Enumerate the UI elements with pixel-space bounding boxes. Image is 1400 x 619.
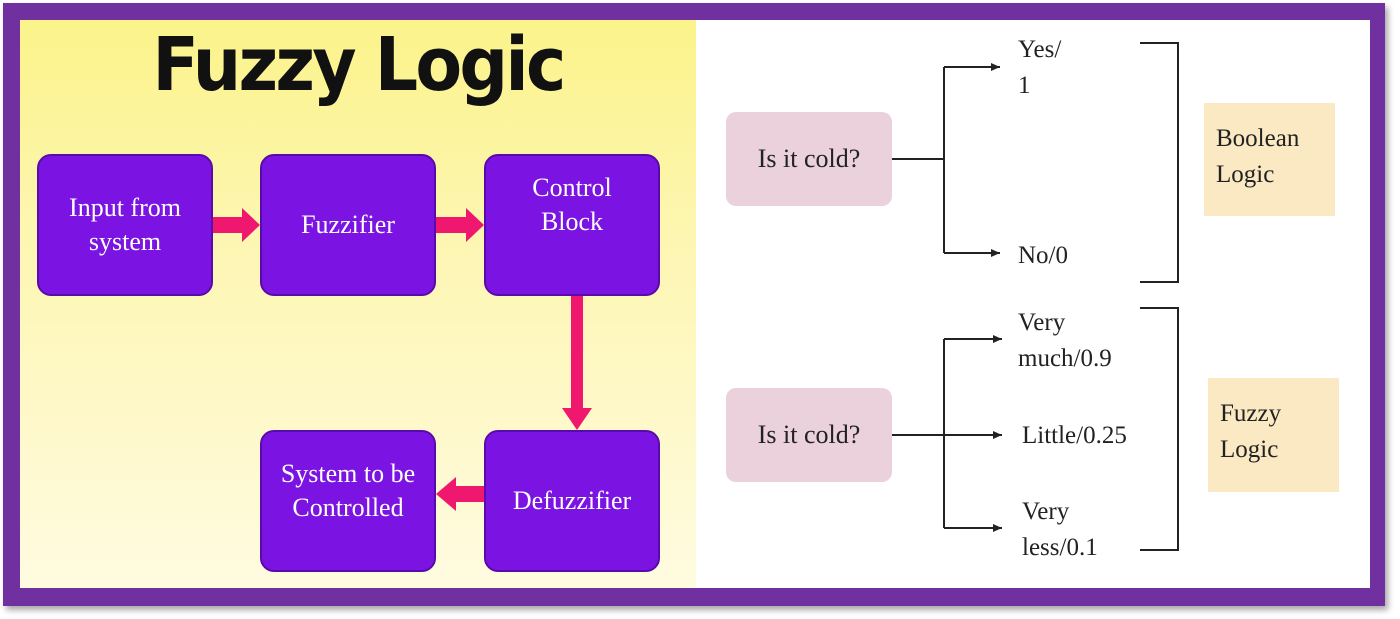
very-much-line2: much/0.9 (1018, 345, 1112, 373)
boolean-logic-line1: Boolean (1216, 125, 1300, 152)
fuzzy-logic-line2: Logic (1220, 436, 1279, 464)
defuzzifier-block: Defuzzifier (484, 430, 660, 572)
boolean-answer-no: No/0 (1018, 238, 1068, 274)
system-to-be-controlled-block: System to be Controlled (260, 430, 436, 572)
little-label: Little/0.25 (1022, 422, 1127, 449)
boolean-answer-yes: Yes/1 (1018, 32, 1061, 105)
yes-line1: Yes/ (1018, 36, 1062, 63)
fuzzy-question-box: Is it cold? (726, 388, 892, 482)
input-block-line2: system (88, 227, 162, 256)
fuzzifier-label: Fuzzifier (301, 210, 395, 240)
control-block-line2: Block (540, 207, 604, 236)
very-less-line1: Very (1022, 498, 1070, 525)
fuzzifier-block: Fuzzifier (260, 154, 436, 296)
defuzzifier-label: Defuzzifier (512, 486, 632, 516)
control-block-line1: Control (532, 173, 612, 203)
boolean-bracket (1140, 42, 1179, 283)
arrow-input-to-fuzzifier (213, 208, 260, 242)
arrow-defuzzifier-to-system (436, 477, 484, 511)
fuzzy-answer-very-less: Very less/0.1 (1022, 494, 1098, 567)
fuzzy-answer-little: Little/0.25 (1022, 418, 1127, 454)
decision-tree-lines (892, 42, 1179, 551)
fuzzy-answer-very-much: Very much/0.9 (1018, 305, 1112, 378)
fuzzy-bracket (1140, 307, 1179, 551)
boolean-question-box: Is it cold? (726, 112, 892, 206)
system-block-line1: System to be (280, 459, 416, 489)
diagram-title: Fuzzy Logic (152, 22, 566, 108)
very-much-line1: Very (1018, 309, 1066, 336)
arrow-fuzzifier-to-control (436, 208, 484, 242)
yes-line2: 1 (1018, 72, 1031, 100)
no-label: No/0 (1018, 242, 1068, 269)
fuzzy-question-text: Is it cold? (757, 420, 861, 449)
arrow-control-to-defuzzifier (562, 296, 592, 430)
boolean-question-text: Is it cold? (757, 144, 861, 173)
very-less-line2: less/0.1 (1022, 534, 1098, 562)
fuzzy-logic-line1: Fuzzy (1220, 400, 1282, 427)
flow-arrows (213, 208, 592, 511)
fuzzy-logic-block-diagram: Fuzzy Logic Input from system Fuzzifier C… (20, 20, 696, 588)
boolean-logic-line2: Logic (1216, 161, 1275, 189)
input-from-system-block: Input from system (37, 154, 213, 296)
system-block-line2: Controlled (292, 493, 404, 522)
input-block-line1: Input from (69, 193, 181, 223)
